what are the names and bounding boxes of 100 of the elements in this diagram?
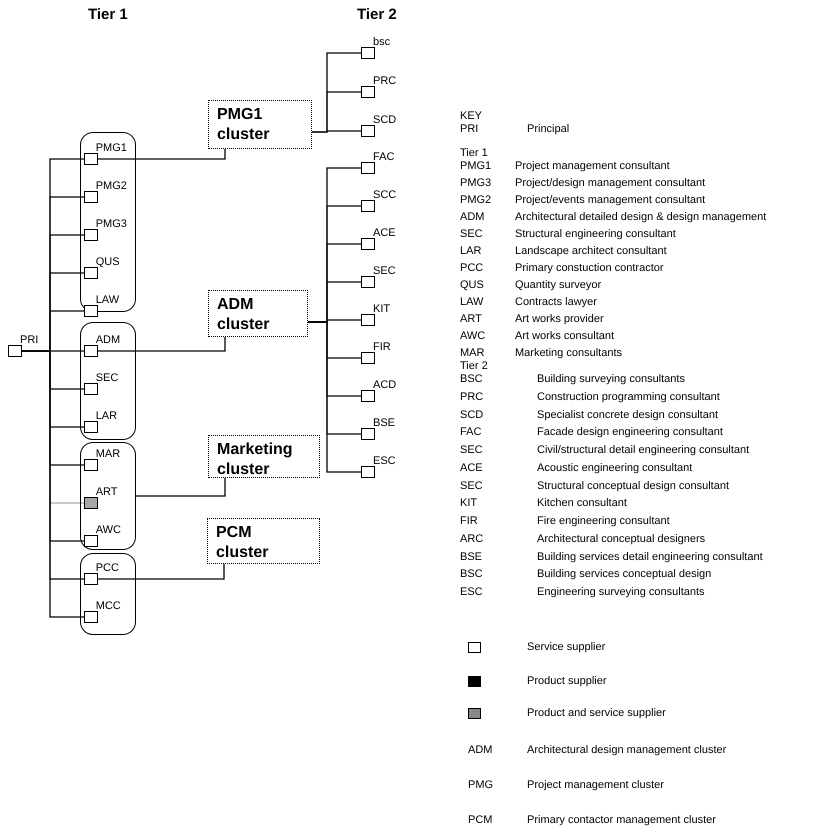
key-text: Landscape architect consultant (515, 245, 667, 258)
legend-text: Service supplier (527, 641, 606, 654)
key-text: Structural engineering consultant (515, 228, 676, 241)
key-text: Engineering surveying consultants (537, 586, 705, 599)
supplier-code: PRI (20, 334, 38, 346)
key-text: Building services detail engineering consultant (537, 550, 763, 564)
key-text: Building services conceptual design (537, 568, 712, 582)
key-text: Structural conceptual design consultant (537, 480, 730, 492)
group-outline (80, 553, 136, 635)
supplier-code: SCD (373, 114, 396, 126)
supplier-code: ESC (373, 455, 396, 467)
supplier-code: PMG1 (96, 142, 127, 154)
key-text: ESC (460, 586, 483, 599)
key-text: KEY (460, 110, 482, 123)
key-text: BSC (460, 373, 483, 386)
key-text: PRC (460, 390, 484, 404)
key-text: PMG (468, 779, 494, 792)
cluster-name: PCM cluster (216, 523, 270, 563)
supplier-code: AWC (96, 524, 121, 536)
key-text: Project/design management consultant (515, 177, 706, 190)
legend-text: Product supplier (527, 675, 606, 688)
key-text: Fire engineering consultant (537, 515, 670, 528)
legend-text: Product and service supplier (527, 707, 666, 720)
key-text: AWC (460, 330, 486, 343)
key-text: Facade design engineering consultant (537, 426, 723, 440)
key-text: ARC (460, 532, 484, 546)
key-text: PCM (468, 814, 492, 827)
supplier-code: KIT (373, 303, 390, 315)
supplier-code: MAR (96, 448, 120, 460)
key-text: PRI (460, 123, 478, 136)
key-text: Building surveying consultants (537, 373, 685, 386)
connector-line (136, 478, 226, 497)
supplier-code: SEC (373, 265, 396, 277)
key-text: Architectural conceptual designers (537, 532, 706, 546)
supplier-code: ACD (373, 379, 396, 391)
key-text: PMG2 (460, 194, 492, 207)
key-text: Primary contactor management cluster (527, 814, 716, 827)
cluster-name: Marketing cluster (217, 440, 294, 480)
key-text: Principal (527, 123, 570, 136)
group-outline (80, 442, 136, 550)
key-text: Art works consultant (515, 330, 614, 343)
cluster-box (208, 290, 308, 337)
key-text: Marketing consultants (515, 347, 622, 360)
connector-line (308, 321, 361, 473)
supplier-code: ADM (96, 334, 120, 346)
supplier-code: PCC (96, 562, 119, 574)
cluster-name: PMG1 cluster (217, 105, 270, 145)
key-text: QUS (460, 279, 484, 292)
key-text: FAC (460, 426, 482, 440)
key-text: Architectural design management cluster (527, 744, 726, 757)
supplier-code: PMG3 (96, 218, 127, 230)
supplier-code: FAC (373, 151, 394, 163)
key-text: Quantity surveyor (515, 279, 602, 292)
connector-line (312, 130, 361, 133)
key-text: Civil/structural detail engineering consultant (537, 444, 750, 457)
key-text: Kitchen consultant (537, 497, 627, 510)
key-text: Specialist concrete design consultant (537, 408, 718, 422)
key-text: Project management consultant (515, 160, 670, 173)
key-text: Primary constuction contractor (515, 262, 664, 275)
key-text: PMG3 (460, 177, 492, 190)
key-text: Architectural detailed design & design management (515, 211, 766, 224)
cluster-box (208, 100, 312, 149)
cluster-box (207, 518, 320, 564)
key-text: Tier 1 (460, 147, 488, 160)
key-text: LAW (460, 296, 484, 309)
tier-heading: Tier 2 (357, 6, 397, 24)
key-text: ADM (468, 744, 492, 757)
supplier-code: PRC (373, 75, 396, 87)
key-text: FIR (460, 515, 478, 528)
key-text: Art works provider (515, 313, 604, 326)
key-text: SCD (460, 408, 484, 422)
supplier-code: LAW (96, 294, 120, 306)
key-text: PMG1 (460, 160, 492, 173)
group-outline (80, 322, 136, 440)
key-text: SEC (460, 480, 483, 492)
key-text: Project management cluster (527, 779, 664, 792)
connector-line (98, 149, 226, 160)
key-text: BSC (460, 568, 483, 582)
key-text: KIT (460, 497, 478, 510)
supplier-code: BSE (373, 417, 396, 429)
key-text: SEC (460, 228, 483, 241)
supplier-code: bsc (373, 36, 390, 48)
supplier-code: MCC (96, 600, 121, 612)
key-text: ACE (460, 462, 483, 475)
key-text: Acoustic engineering consultant (537, 462, 692, 475)
key-text: Project/events management consultant (515, 194, 706, 207)
key-text: LAR (460, 245, 482, 258)
supplier-code: SCC (373, 189, 396, 201)
key-text: ART (460, 313, 482, 326)
cluster-box (208, 435, 320, 478)
key-text: Tier 2 (460, 360, 488, 373)
key-text: Construction programming consultant (537, 390, 720, 404)
key-text: BSE (460, 550, 482, 564)
supplier-code: LAR (96, 410, 118, 422)
cluster-name: ADM cluster (217, 295, 270, 335)
key-text: ADM (460, 211, 484, 224)
tier-heading: Tier 1 (88, 6, 128, 24)
key-text: PCC (460, 262, 484, 275)
supplier-code: QUS (96, 256, 120, 268)
supplier-code: FIR (373, 341, 391, 353)
